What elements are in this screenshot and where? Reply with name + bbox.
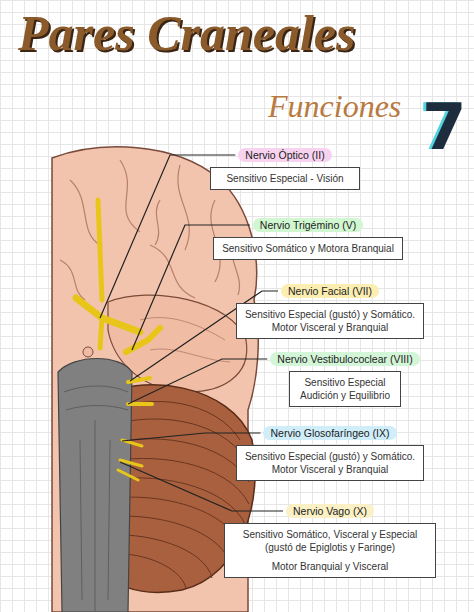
nerve-name: Nervio Vago (X) [286,504,374,518]
nerve-callout: Nervio Trigémino (V) Sensitivo Somático y… [193,215,423,260]
function-box: Sensitivo Especial - Visión [210,167,360,190]
nerve-name: Nervio Vestibulococlear (VIII) [270,352,419,366]
function-text: Sensitivo Somático y Motora Branquial [220,242,396,255]
leader-line [128,359,267,404]
function-text: Sensitivo Especial (gustó) y Somático. M… [243,450,417,476]
nerve-callout: Nervio Vago (X) Sensitivo Somático, Visce… [215,501,445,578]
leader-line [122,433,260,441]
nerve-name: Nervio Facial (VII) [281,284,379,298]
nerve-name: Nervio Óptico (II) [238,148,331,162]
nerve-callout: Nervio Glosofaríngeo (IX) Sensitivo Espec… [215,423,445,481]
function-box: Sensitivo Somático y Motora Branquial [213,237,403,260]
nerve-name: Nervio Trigémino (V) [253,218,363,232]
function-box: Sensitivo Especial (gustó) y Somático. M… [236,445,424,481]
function-text: Sensitivo Especial Audición y Equilibrio [296,376,394,402]
page-title: Pares Craneales [18,4,356,62]
logo-number: 7 [422,90,467,164]
function-box: Sensitivo Especial (gustó) y Somático. M… [236,303,424,339]
nerve-name: Nervio Glosofaríngeo (IX) [263,426,396,440]
function-text: Motor Branquial y Visceral [231,560,429,573]
function-text: Sensitivo Especial - Visión [217,172,353,185]
nerve-callout: Nervio Vestibulococlear (VIII) Sensitivo … [230,349,460,407]
function-box: Sensitivo Somático, Visceral y Especial … [224,523,436,578]
subtitle: Funciones [268,88,401,125]
function-text: Sensitivo Especial (gustó) y Somático. M… [243,308,417,334]
function-box: Sensitivo Especial Audición y Equilibrio [289,371,401,407]
nerve-callout: Nervio Facial (VII) Sensitivo Especial (g… [215,281,445,339]
function-text: Sensitivo Somático, Visceral y Especial … [231,528,429,554]
nerve-callout: Nervio Óptico (II) Sensitivo Especial - V… [170,145,400,190]
